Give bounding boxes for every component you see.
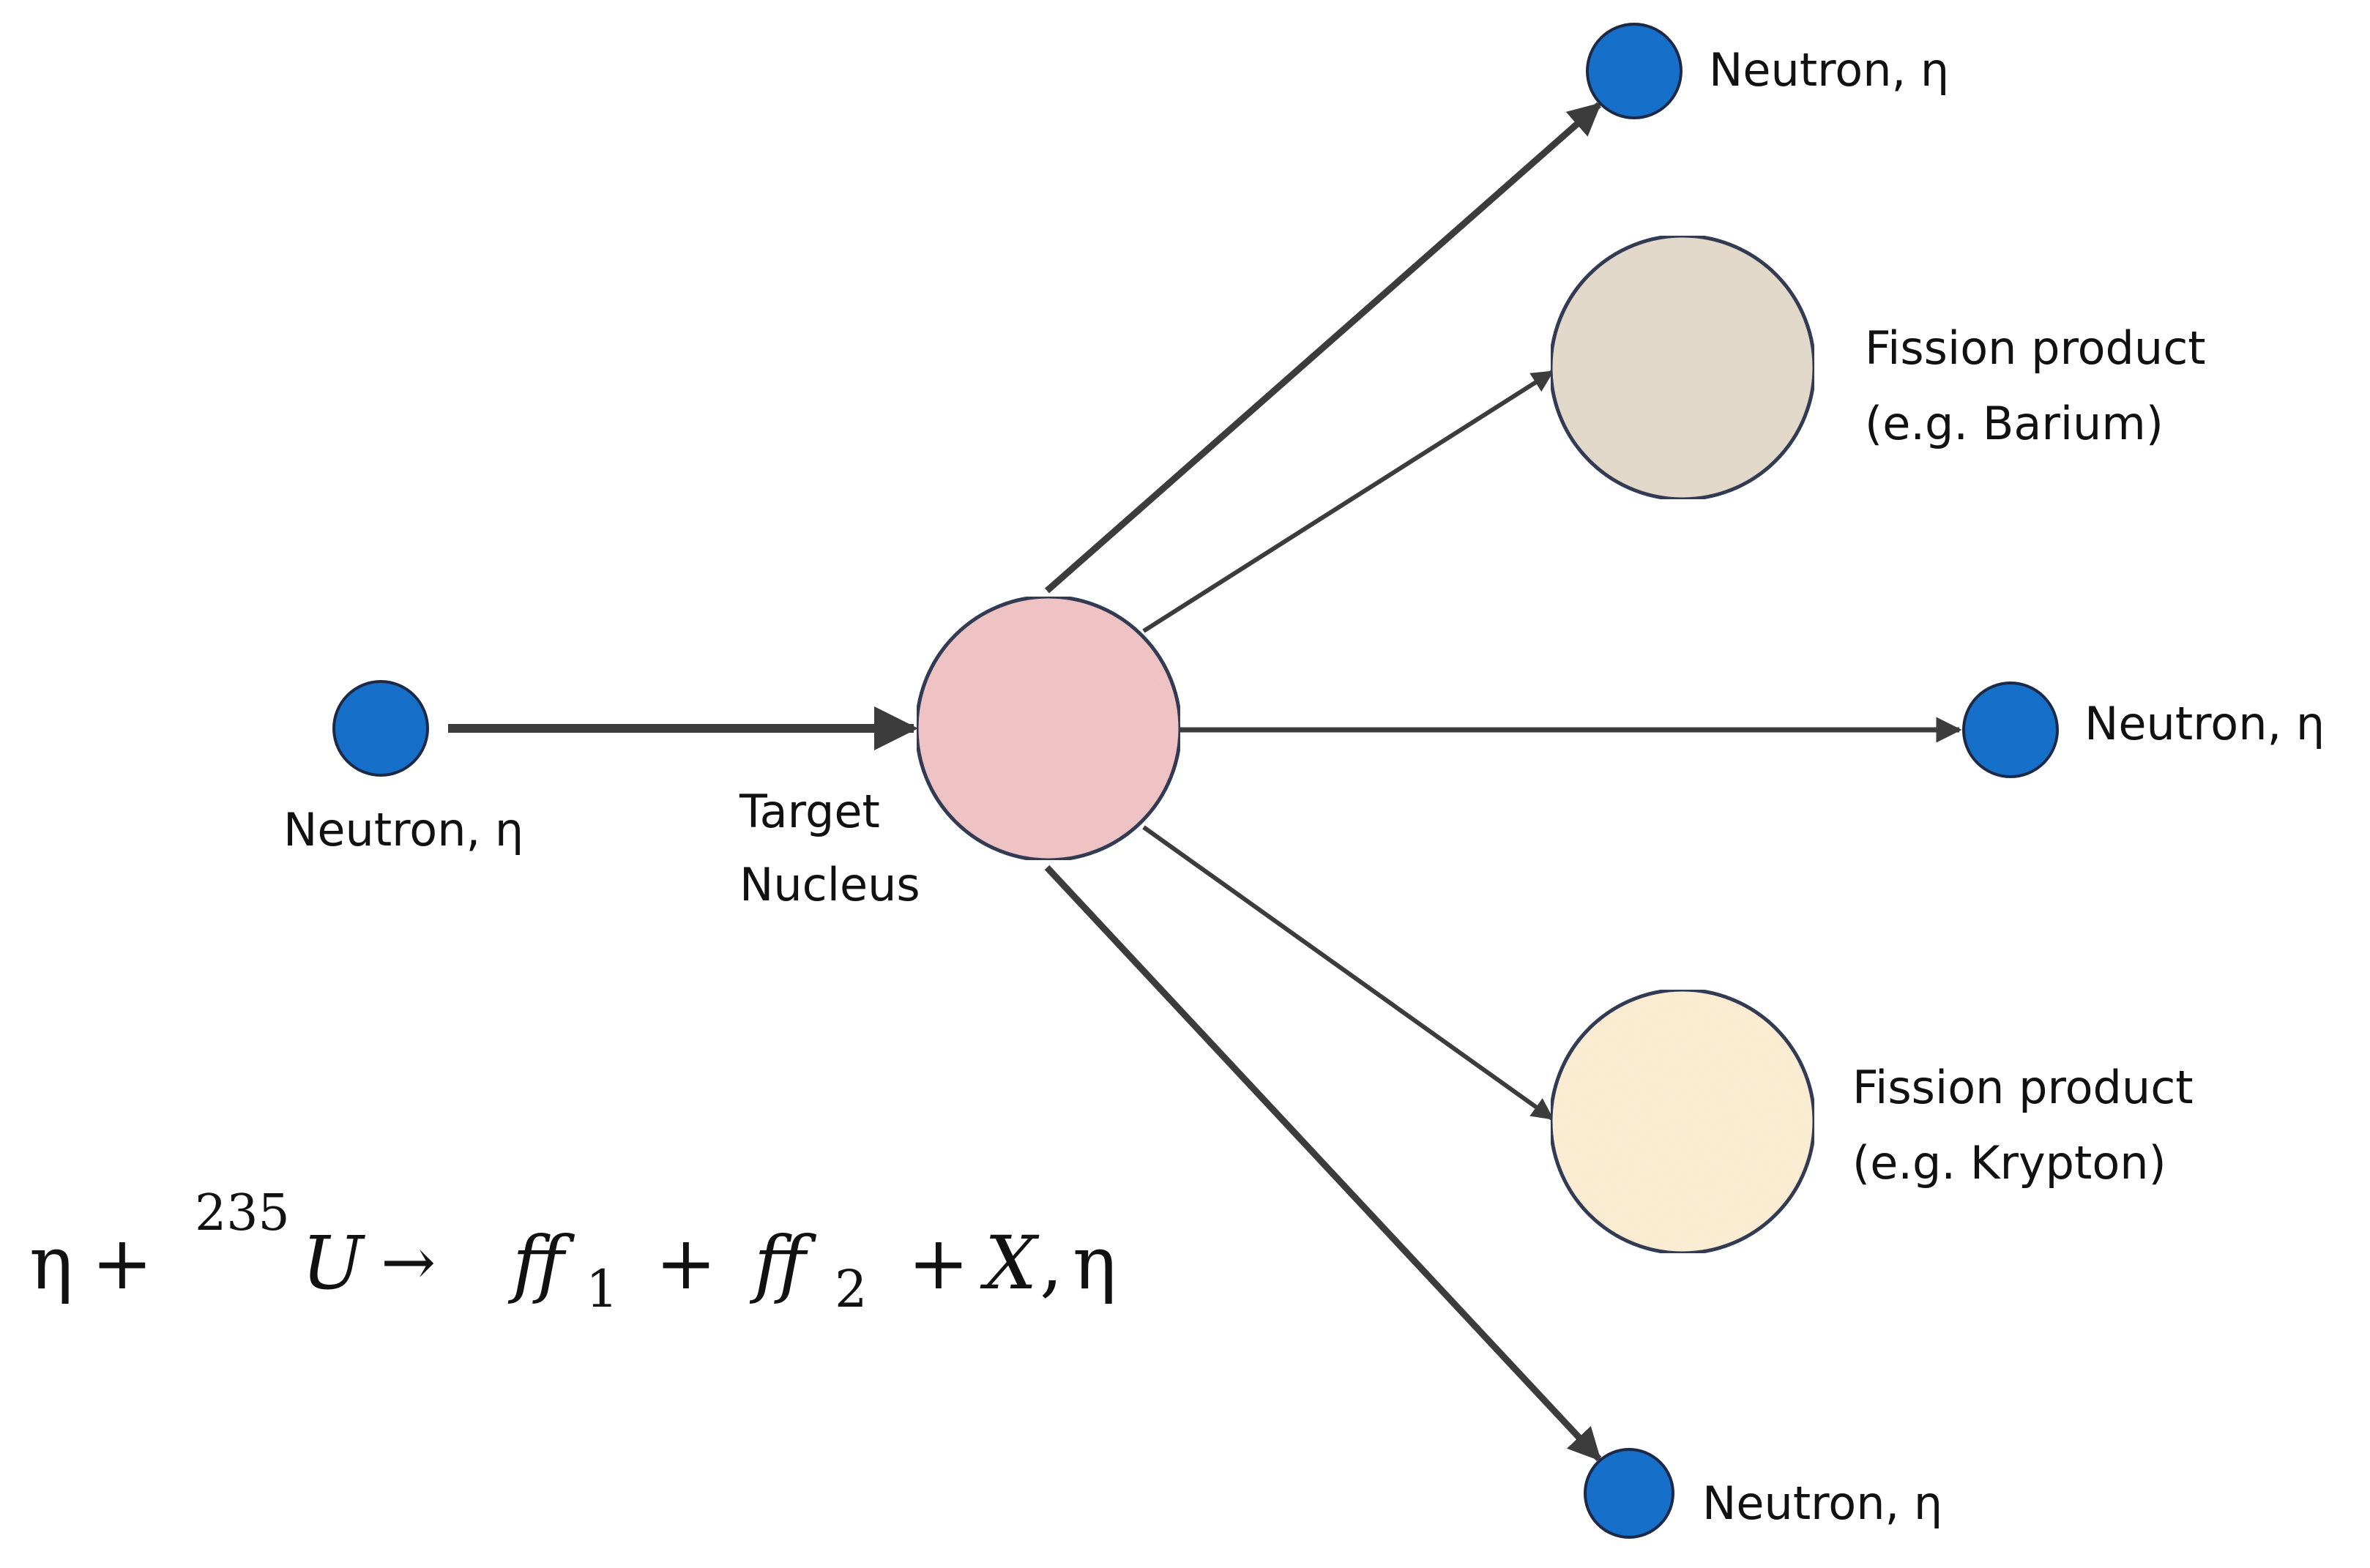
- neutron-top-label: Neutron, η: [1709, 43, 1949, 97]
- eq-element: U: [302, 1220, 366, 1306]
- eq-sub-1: 1: [586, 1259, 619, 1319]
- fission-product-krypton-circle: [1549, 988, 1816, 1255]
- target-nucleus-label-line2: Nucleus: [739, 858, 920, 911]
- arrow-to-barium: [1142, 370, 1554, 633]
- neutron-incoming-label: Neutron, η: [283, 803, 523, 856]
- neutron-incoming-circle: [332, 680, 429, 777]
- eq-eta-end: η: [1073, 1220, 1117, 1306]
- neutron-middle-circle: [1962, 682, 2059, 778]
- fission-product-krypton-label-line1: Fission product: [1852, 1061, 2194, 1114]
- eq-ff-2: ff: [749, 1220, 817, 1306]
- target-nucleus-circle: [914, 594, 1182, 862]
- fission-product-barium-label-line1: Fission product: [1865, 321, 2206, 375]
- target-nucleus-label-line1: Target: [739, 785, 880, 838]
- eq-ff-1: ff: [507, 1220, 575, 1306]
- eq-x: X: [980, 1220, 1040, 1306]
- arrow-to-krypton: [1142, 825, 1554, 1121]
- fission-product-barium-label-line2: (e.g. Barium): [1865, 397, 2164, 450]
- eq-arrow: →: [381, 1224, 436, 1301]
- neutron-bottom-label: Neutron, η: [1702, 1476, 1942, 1530]
- eq-plus-2: +: [655, 1220, 717, 1306]
- fission-product-krypton-label-line2: (e.g. Krypton): [1852, 1136, 2166, 1190]
- eq-comma: ,: [1040, 1220, 1063, 1306]
- eq-mass-number: 235: [195, 1184, 290, 1242]
- fission-equation: η + 235 U → ff 1 + ff 2 + X , η: [29, 1184, 1117, 1319]
- fission-product-barium-circle: [1549, 234, 1816, 501]
- neutron-middle-label: Neutron, η: [2084, 697, 2325, 750]
- eq-plus-3: +: [908, 1220, 969, 1306]
- eq-sub-2: 2: [835, 1259, 868, 1319]
- arrow-to-neutron-top: [1045, 102, 1602, 594]
- neutron-bottom-circle: [1584, 1448, 1674, 1539]
- eq-plus-1: +: [92, 1220, 153, 1306]
- eq-eta: η: [29, 1220, 73, 1306]
- arrow-to-neutron-bottom: [1044, 865, 1602, 1462]
- neutron-top-circle: [1586, 23, 1683, 119]
